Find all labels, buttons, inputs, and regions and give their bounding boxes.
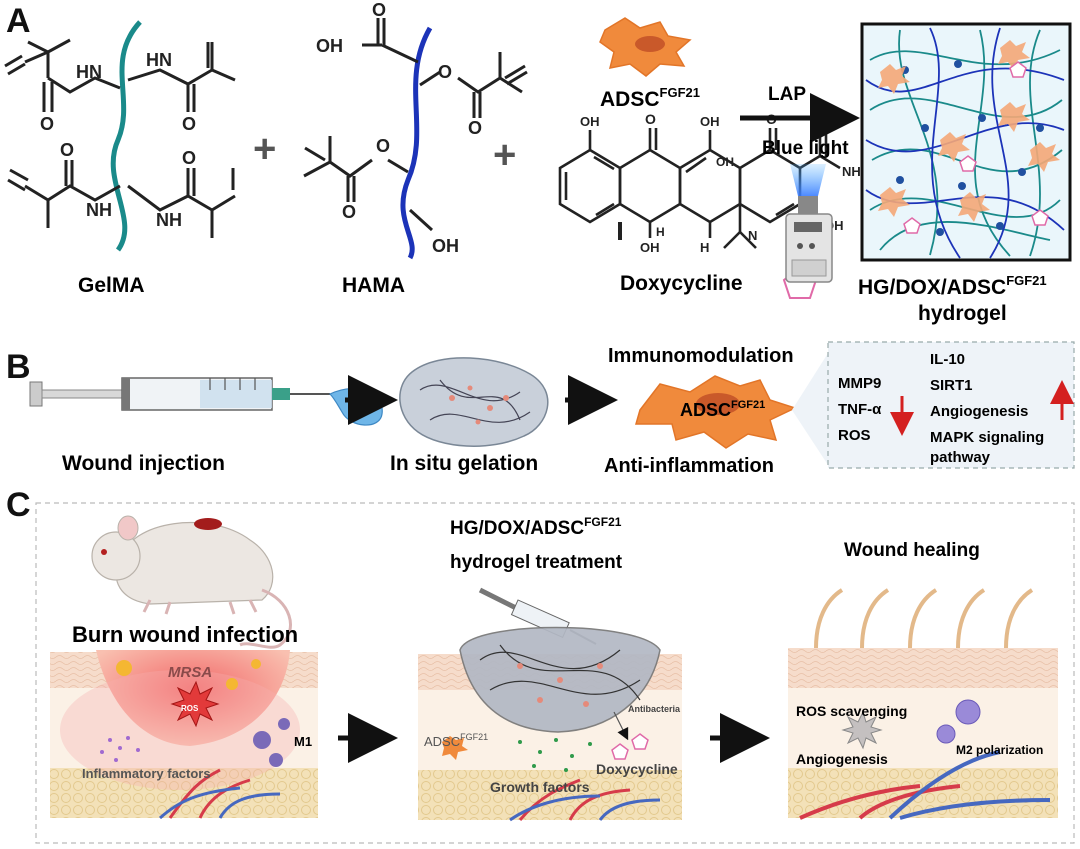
gelma-backbone	[110, 20, 142, 252]
doxycycline-label: Doxycycline	[620, 272, 743, 295]
up-item-1: SIRT1	[930, 377, 973, 394]
hama-structure: OH O O O O O OH	[303, 0, 528, 260]
cell-b-label: ADSCFGF21	[680, 399, 765, 420]
ros-scavenging-label: ROS scavenging	[796, 703, 907, 719]
gelma-hn-1: HN	[76, 62, 102, 82]
gelma-nh-2: NH	[156, 210, 182, 230]
cell-b-label-sup: FGF21	[731, 399, 765, 411]
adsc-c-label-sup: FGF21	[460, 732, 488, 742]
gelma-o-2: O	[182, 114, 196, 134]
panel-b-letter: B	[6, 348, 31, 386]
hama-backbone	[400, 26, 433, 260]
dox-oh-2: OH	[700, 114, 720, 129]
dox-n: N	[748, 228, 757, 243]
inflammatory-factors-label: Inflammatory factors	[82, 766, 211, 781]
dox-oh-5: OH	[640, 240, 660, 255]
hama-label: HAMA	[342, 274, 405, 297]
treatment-label-line2: hydrogel treatment	[450, 552, 623, 573]
up-item-2: Angiogenesis	[930, 403, 1028, 420]
gelma-o-1: O	[40, 114, 54, 134]
wound-injection-label: Wound injection	[62, 452, 225, 475]
m2-polarization-label: M2 polarization	[956, 743, 1043, 757]
anti-inflammation-label: Anti-inflammation	[604, 455, 774, 477]
blue-light-label: Blue light	[762, 138, 849, 159]
up-item-4: pathway	[930, 449, 991, 466]
adsc-cell-icon	[599, 17, 692, 77]
plus-sign-1: +	[253, 127, 276, 171]
dox-h-1: H	[700, 240, 709, 255]
skin-section-burn	[50, 650, 318, 820]
panel-c-letter: C	[6, 486, 31, 524]
hama-o-4: O	[376, 136, 390, 156]
lap-label: LAP	[768, 84, 806, 105]
up-item-3: MAPK signaling	[930, 429, 1044, 446]
treatment-label-sup: FGF21	[584, 515, 622, 529]
hama-oh-1: OH	[316, 36, 343, 56]
skin-section-healed	[788, 588, 1058, 820]
down-item-1: TNF-α	[838, 401, 882, 418]
growth-factors-label: Growth factors	[490, 779, 590, 795]
mrsa-label: MRSA	[168, 664, 212, 681]
skin-section-treatment	[418, 626, 682, 822]
hama-o-5: O	[342, 202, 356, 222]
wound-healing-label: Wound healing	[844, 540, 980, 561]
immunomodulation-label: Immunomodulation	[608, 345, 794, 367]
product-label-sup: FGF21	[1006, 273, 1046, 288]
hama-o-3: O	[468, 118, 482, 138]
product-label-base: HG/DOX/ADSC	[858, 276, 1006, 299]
treatment-label-base: HG/DOX/ADSC	[450, 518, 584, 539]
gelma-nh-1: NH	[86, 200, 112, 220]
ros-label: ROS	[181, 704, 199, 713]
hama-o-1: O	[372, 0, 386, 20]
adsc-label-base: ADSC	[600, 88, 660, 111]
burn-wound-label: Burn wound infection	[72, 622, 298, 647]
ros-burst-icon	[170, 680, 220, 728]
down-item-2: ROS	[838, 427, 871, 444]
mouse-icon	[91, 515, 292, 649]
up-item-0: IL-10	[930, 351, 965, 368]
hama-o-2: O	[438, 62, 452, 82]
effects-box: MMP9 TNF-α ROS IL-10 SIRT1 Angiogenesis …	[792, 341, 1075, 469]
gelma-o-3: O	[60, 140, 74, 160]
m1-label: M1	[294, 734, 312, 749]
panel-a-letter: A	[6, 2, 31, 40]
dox-oh-3: OH	[716, 155, 734, 169]
dox-h-2: H	[656, 225, 665, 239]
plus-sign-2: +	[493, 133, 516, 177]
adsc-label: ADSCFGF21	[600, 85, 700, 111]
product-label-line2: hydrogel	[918, 302, 1007, 325]
blue-light-device-icon	[785, 164, 833, 283]
down-item-0: MMP9	[838, 375, 881, 392]
in-situ-gelation-label: In situ gelation	[390, 452, 538, 475]
adsc-label-sup: FGF21	[660, 85, 700, 100]
gel-blob-icon	[399, 357, 549, 447]
hama-oh-2: OH	[432, 236, 459, 256]
gelma-label: GelMA	[78, 274, 145, 297]
dox-oh-1: OH	[580, 114, 600, 129]
dox-o-1: O	[645, 111, 656, 127]
adsc-c-label-base: ADSC	[424, 734, 460, 749]
gelma-structure: HN O HN O O NH O NH	[4, 20, 236, 252]
product-label-line1: HG/DOX/ADSCFGF21	[858, 273, 1047, 299]
treatment-label-line1: HG/DOX/ADSCFGF21	[450, 515, 622, 539]
panel-c-frame	[35, 502, 1075, 844]
adsc-c-label: ADSCFGF21	[424, 732, 488, 749]
hydrogel-network	[860, 22, 1072, 262]
cell-b-label-base: ADSC	[680, 400, 731, 420]
syringe-icon	[29, 377, 383, 426]
doxycycline-c-label: Doxycycline	[596, 761, 678, 777]
antibacteria-label: Antibacteria	[628, 704, 681, 714]
gelma-o-4: O	[182, 148, 196, 168]
adsc-cell-large-icon	[635, 375, 798, 449]
angiogenesis-label: Angiogenesis	[796, 751, 888, 767]
gelma-hn-2: HN	[146, 50, 172, 70]
